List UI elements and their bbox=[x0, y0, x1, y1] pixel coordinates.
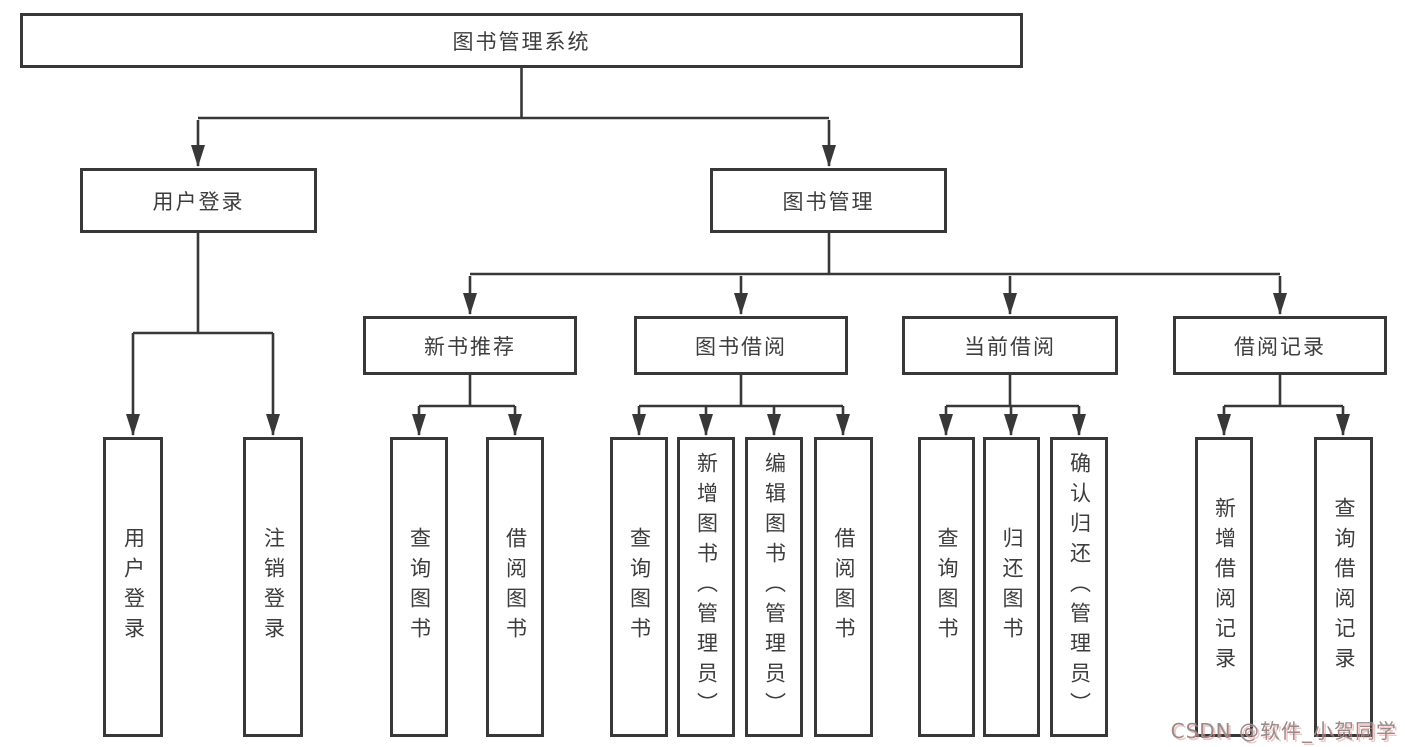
node-book-management-label: 图书管理 bbox=[782, 189, 875, 214]
leaf-nbr-query-book-label: 查询图书 bbox=[407, 527, 432, 647]
node-new-book-recommend-label: 新书推荐 bbox=[424, 334, 516, 359]
leaf-br-add-record: 新增借阅记录 bbox=[1195, 437, 1253, 737]
node-current-borrowing-label: 当前借阅 bbox=[964, 334, 1056, 359]
leaf-nbr-query-book: 查询图书 bbox=[390, 437, 448, 737]
node-borrowing-records-label: 借阅记录 bbox=[1234, 334, 1326, 359]
node-new-book-recommend: 新书推荐 bbox=[363, 316, 577, 375]
leaf-nbr-borrow-book: 借阅图书 bbox=[486, 437, 544, 737]
leaf-user-login: 用户登录 bbox=[103, 437, 163, 737]
leaf-br-add-record-label: 新增借阅记录 bbox=[1212, 497, 1237, 677]
leaf-cb-return-book: 归还图书 bbox=[983, 437, 1040, 737]
leaf-bb-borrow-book-label: 借阅图书 bbox=[832, 527, 856, 647]
csdn-watermark: CSDN @软件_小贺同学 bbox=[1170, 719, 1397, 743]
leaf-bb-borrow-book: 借阅图书 bbox=[814, 437, 873, 737]
leaf-bb-edit-book-admin-label: 编辑图书（管理员） bbox=[762, 452, 787, 722]
leaf-nbr-borrow-book-label: 借阅图书 bbox=[503, 527, 528, 647]
leaf-bb-query-book: 查询图书 bbox=[610, 437, 668, 737]
leaf-br-query-record-label: 查询借阅记录 bbox=[1332, 497, 1356, 677]
node-borrowing-records: 借阅记录 bbox=[1173, 316, 1387, 375]
node-book-borrowing-label: 图书借阅 bbox=[695, 334, 787, 359]
leaf-logout-login: 注销登录 bbox=[243, 437, 303, 737]
leaf-cb-query-book: 查询图书 bbox=[918, 437, 975, 737]
node-root-system: 图书管理系统 bbox=[20, 13, 1023, 68]
node-book-management: 图书管理 bbox=[710, 168, 947, 233]
leaf-bb-edit-book-admin: 编辑图书（管理员） bbox=[745, 437, 803, 737]
node-user-login-label: 用户登录 bbox=[152, 189, 245, 214]
leaf-cb-confirm-return-admin-label: 确认归还（管理员） bbox=[1067, 452, 1092, 722]
node-current-borrowing: 当前借阅 bbox=[902, 316, 1118, 375]
leaf-bb-add-book-admin: 新增图书（管理员） bbox=[677, 437, 735, 737]
leaf-bb-query-book-label: 查询图书 bbox=[627, 527, 652, 647]
leaf-bb-add-book-admin-label: 新增图书（管理员） bbox=[694, 452, 719, 722]
leaf-cb-query-book-label: 查询图书 bbox=[935, 527, 959, 647]
leaf-br-query-record: 查询借阅记录 bbox=[1314, 437, 1373, 737]
leaf-logout-login-label: 注销登录 bbox=[261, 527, 286, 647]
leaf-user-login-label: 用户登录 bbox=[121, 527, 146, 647]
node-user-login: 用户登录 bbox=[80, 168, 317, 233]
leaf-cb-return-book-label: 归还图书 bbox=[1000, 527, 1024, 647]
node-root-label: 图书管理系统 bbox=[452, 29, 591, 54]
node-book-borrowing: 图书借阅 bbox=[634, 316, 848, 375]
leaf-cb-confirm-return-admin: 确认归还（管理员） bbox=[1050, 437, 1108, 737]
